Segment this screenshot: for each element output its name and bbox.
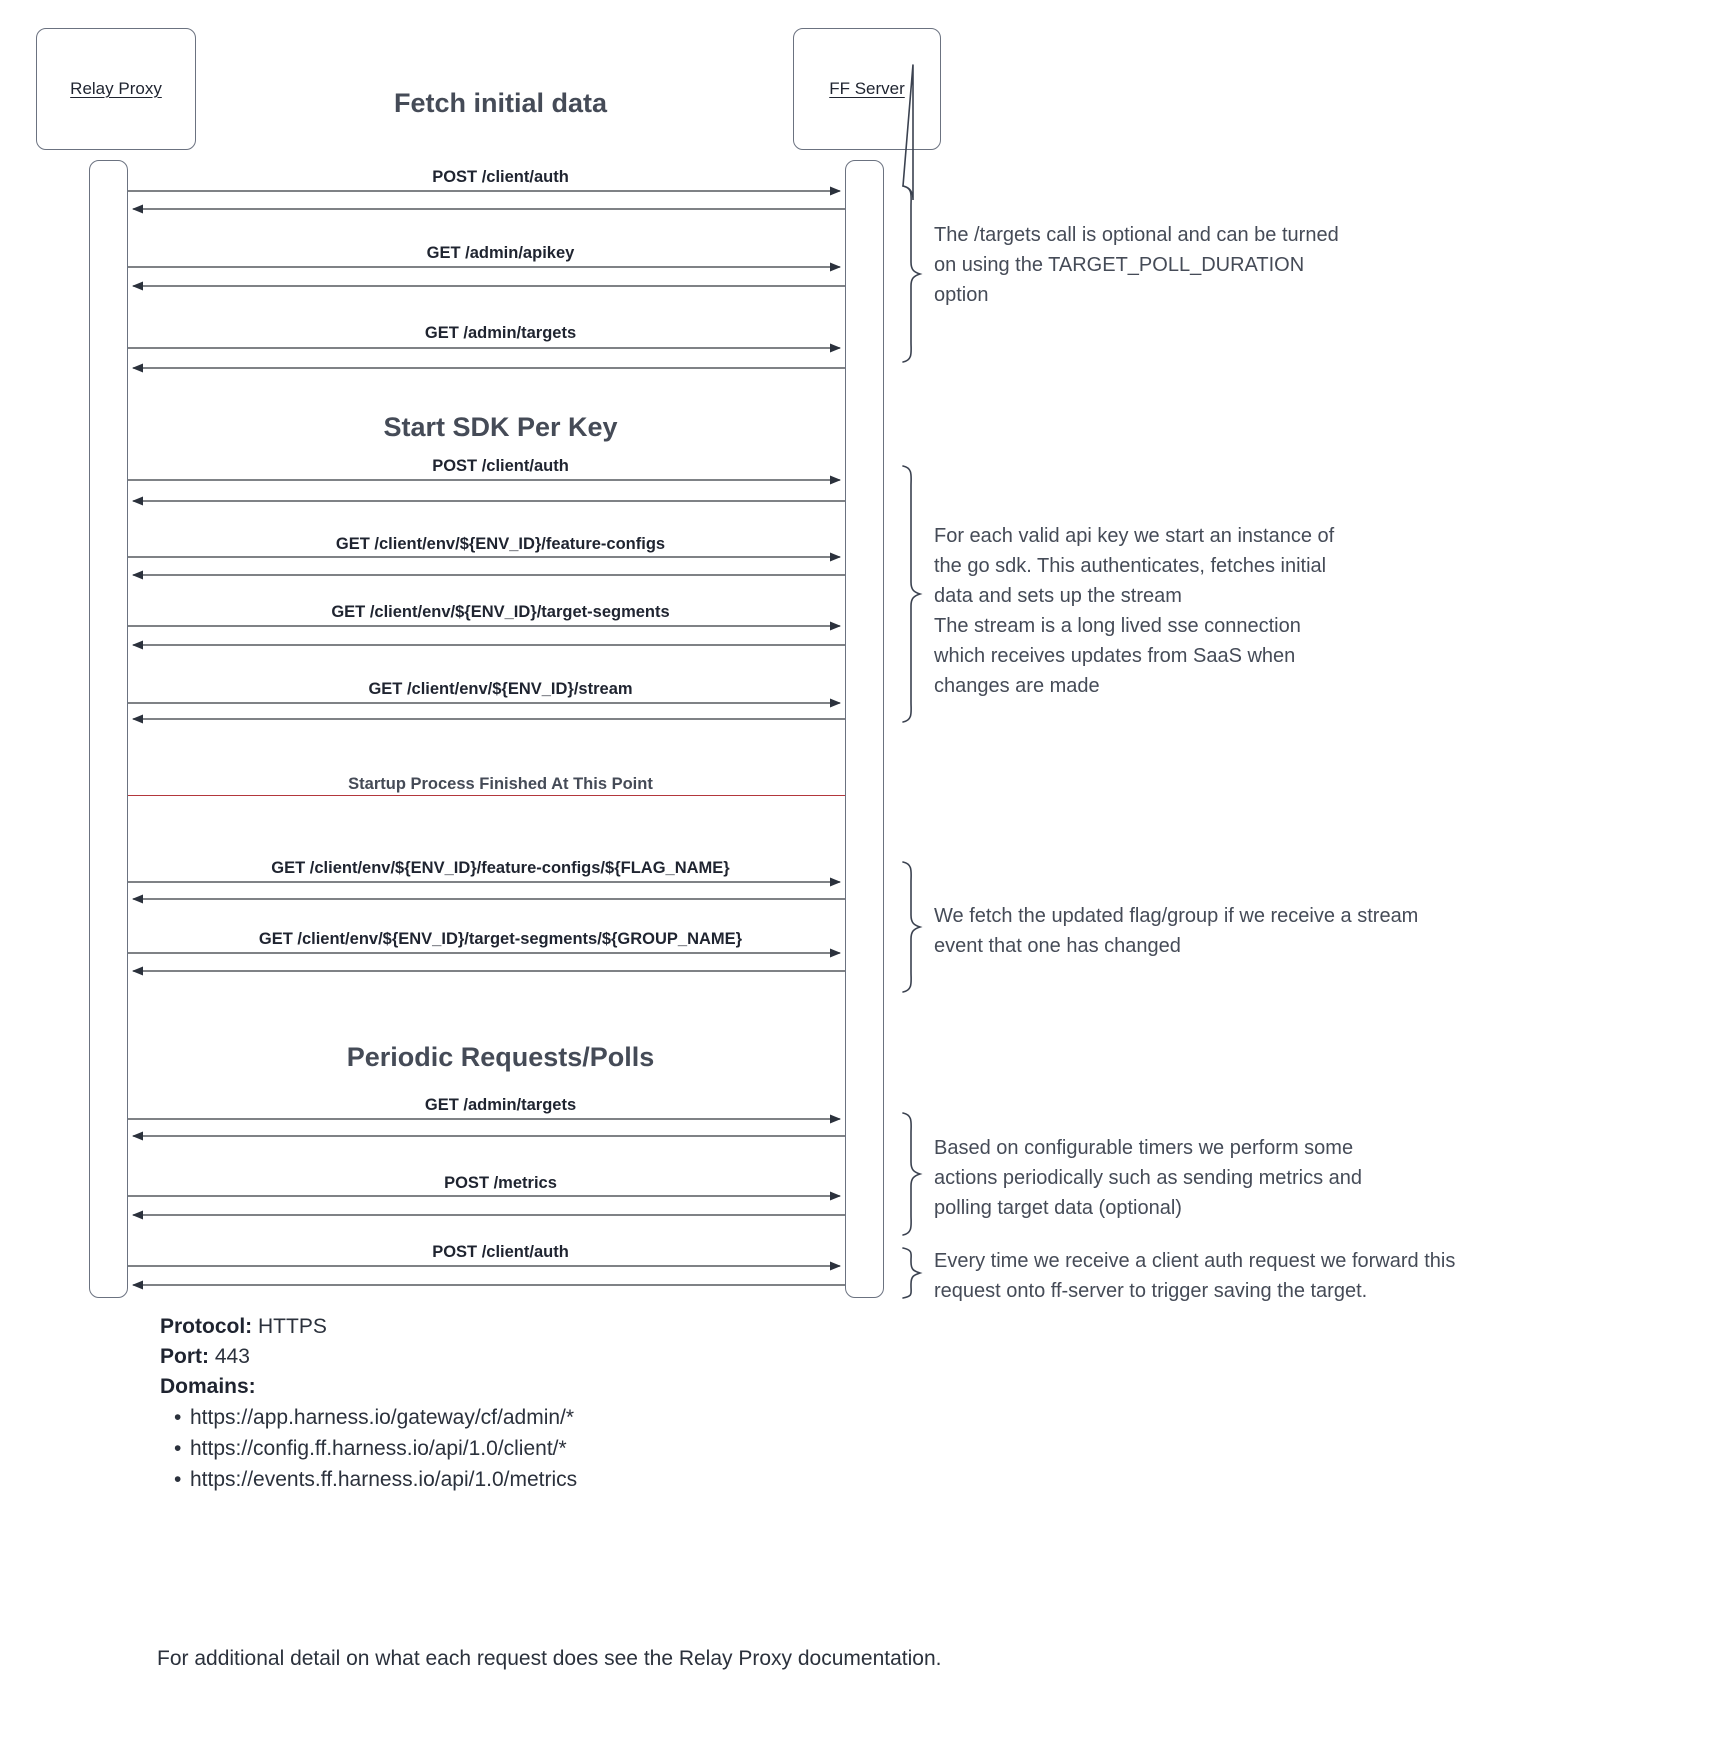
footnote-documentation: For additional detail on what each reque…: [157, 1647, 942, 1670]
section-title-periodic-requests: Periodic Requests/Polls: [346, 1042, 655, 1072]
message-label-m10: GET /admin/targets: [424, 1096, 577, 1114]
lifeline-ff-server: [845, 160, 884, 1298]
divider-line-startup-finished: [128, 795, 845, 796]
footer-port-key: Port:: [160, 1345, 209, 1368]
actor-box-relay-proxy: Relay Proxy: [36, 28, 196, 150]
footer-domains-row: Domains:: [160, 1372, 860, 1402]
footer-info: Protocol: HTTPS Port: 443 Domains: https…: [160, 1312, 860, 1495]
actor-label-ff-server: FF Server: [829, 79, 905, 98]
message-label-m2: GET /admin/apikey: [426, 244, 575, 262]
divider-label-startup-finished: Startup Process Finished At This Point: [348, 775, 653, 793]
footer-protocol-value: HTTPS: [258, 1315, 327, 1338]
message-label-m7: GET /client/env/${ENV_ID}/stream: [368, 680, 633, 698]
footer-domains-key: Domains:: [160, 1375, 256, 1398]
note-periodic-timers: Based on configurable timers we perform …: [934, 1137, 1362, 1219]
footer-domain-list: https://app.harness.io/gateway/cf/admin/…: [160, 1402, 860, 1495]
list-item: https://config.ff.harness.io/api/1.0/cli…: [174, 1433, 860, 1464]
message-label-m4: POST /client/auth: [432, 457, 569, 475]
footer-port-row: Port: 443: [160, 1342, 860, 1372]
list-item: https://app.harness.io/gateway/cf/admin/…: [174, 1402, 860, 1433]
message-label-m9: GET /client/env/${ENV_ID}/target-segment…: [258, 930, 743, 948]
note-sdk-instance: For each valid api key we start an insta…: [934, 525, 1335, 697]
footer-port-value: 443: [214, 1345, 250, 1368]
note-stream-update: We fetch the updated flag/group if we re…: [934, 905, 1419, 957]
note-targets-optional: The /targets call is optional and can be…: [934, 224, 1339, 306]
footer-protocol-row: Protocol: HTTPS: [160, 1312, 860, 1342]
lifeline-relay-proxy: [89, 160, 128, 1298]
message-label-m5: GET /client/env/${ENV_ID}/feature-config…: [335, 535, 666, 553]
message-label-m6: GET /client/env/${ENV_ID}/target-segment…: [331, 603, 670, 621]
message-label-m11: POST /metrics: [444, 1174, 557, 1192]
footer-protocol-key: Protocol:: [160, 1315, 253, 1338]
actor-box-ff-server: FF Server: [793, 28, 941, 150]
list-item: https://events.ff.harness.io/api/1.0/met…: [174, 1464, 860, 1495]
section-title-start-sdk-per-key: Start SDK Per Key: [383, 412, 618, 442]
actor-label-relay-proxy: Relay Proxy: [70, 79, 162, 98]
message-label-m12: POST /client/auth: [432, 1243, 569, 1261]
message-label-m1: POST /client/auth: [432, 168, 569, 186]
note-client-auth-forward: Every time we receive a client auth requ…: [934, 1250, 1456, 1302]
section-title-fetch-initial-data: Fetch initial data: [393, 88, 608, 118]
message-label-m8: GET /client/env/${ENV_ID}/feature-config…: [271, 859, 730, 877]
message-label-m3: GET /admin/targets: [424, 324, 577, 342]
